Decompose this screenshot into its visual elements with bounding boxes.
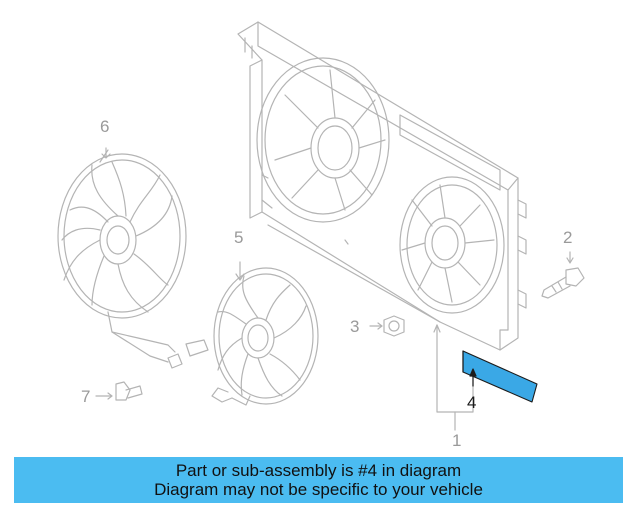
callout-6[interactable]: 6 [100,117,110,136]
part-5-small-fan[interactable] [211,261,319,406]
leader-line-4 [469,368,477,387]
callout-2[interactable]: 2 [563,228,573,247]
callout-7[interactable]: 7 [81,387,91,406]
callout-4[interactable]: 4 [467,393,477,412]
callout-1[interactable]: 1 [452,431,462,450]
leader-line-1 [433,324,474,431]
callout-3[interactable]: 3 [350,317,360,336]
banner-line-1: Part or sub-assembly is #4 in diagram [175,461,462,480]
parts-diagram [57,21,585,431]
part-6-large-fan[interactable] [57,147,209,369]
fan-shroud-frame[interactable] [237,21,527,351]
part-7-bolt[interactable] [95,381,143,401]
callout-5[interactable]: 5 [234,228,244,247]
info-banner: Part or sub-assembly is #4 in diagram Di… [14,457,623,503]
part-3-nut[interactable] [369,315,405,337]
banner-line-2: Diagram may not be specific to your vehi… [154,480,483,499]
part-2-bolt[interactable] [541,251,585,299]
part-4-highlight[interactable] [462,350,538,403]
